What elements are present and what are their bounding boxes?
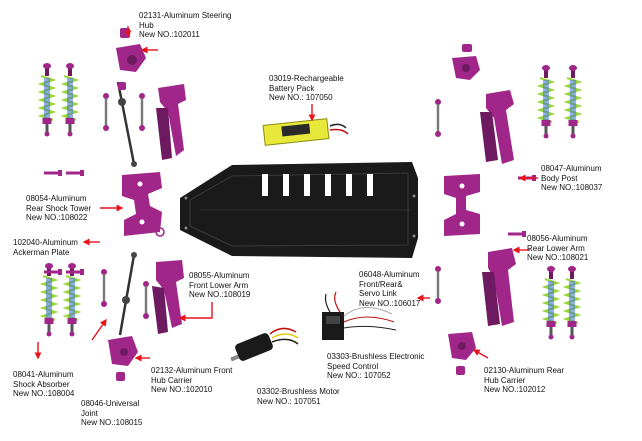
steering-hub [116,28,146,90]
drive-shaft-bottom [118,252,137,336]
shock-rear-left-2 [64,261,80,338]
shock-right-mid [565,63,581,140]
screws-left [44,170,84,275]
shock-front-left-1 [39,61,55,138]
chassis-plate [180,162,418,258]
hub-top-right [452,44,480,80]
shock-tower-right [444,174,480,236]
front-upper-arm-left [156,84,186,160]
speed-control [322,291,397,340]
callout-arrows [34,26,538,362]
shock-rear-right-1 [543,264,559,341]
brushless-motor [230,327,299,362]
front-lower-arm [152,260,184,334]
battery-pack [262,118,349,146]
link-bottom-right [435,266,441,304]
drive-shaft-top [116,81,137,167]
rear-upper-arm-right [480,90,514,164]
shock-front-left-2 [62,61,78,138]
front-hub-carrier [108,336,138,381]
shock-rear-right-2 [564,264,580,341]
shock-rear-left-1 [41,261,57,338]
link-top-right [435,99,441,137]
rear-shock-tower-left [122,172,165,237]
rear-lower-arm [482,248,516,326]
body-post-right-2 [508,231,526,237]
shock-front-right [538,63,554,140]
rear-hub-carrier [448,332,476,375]
